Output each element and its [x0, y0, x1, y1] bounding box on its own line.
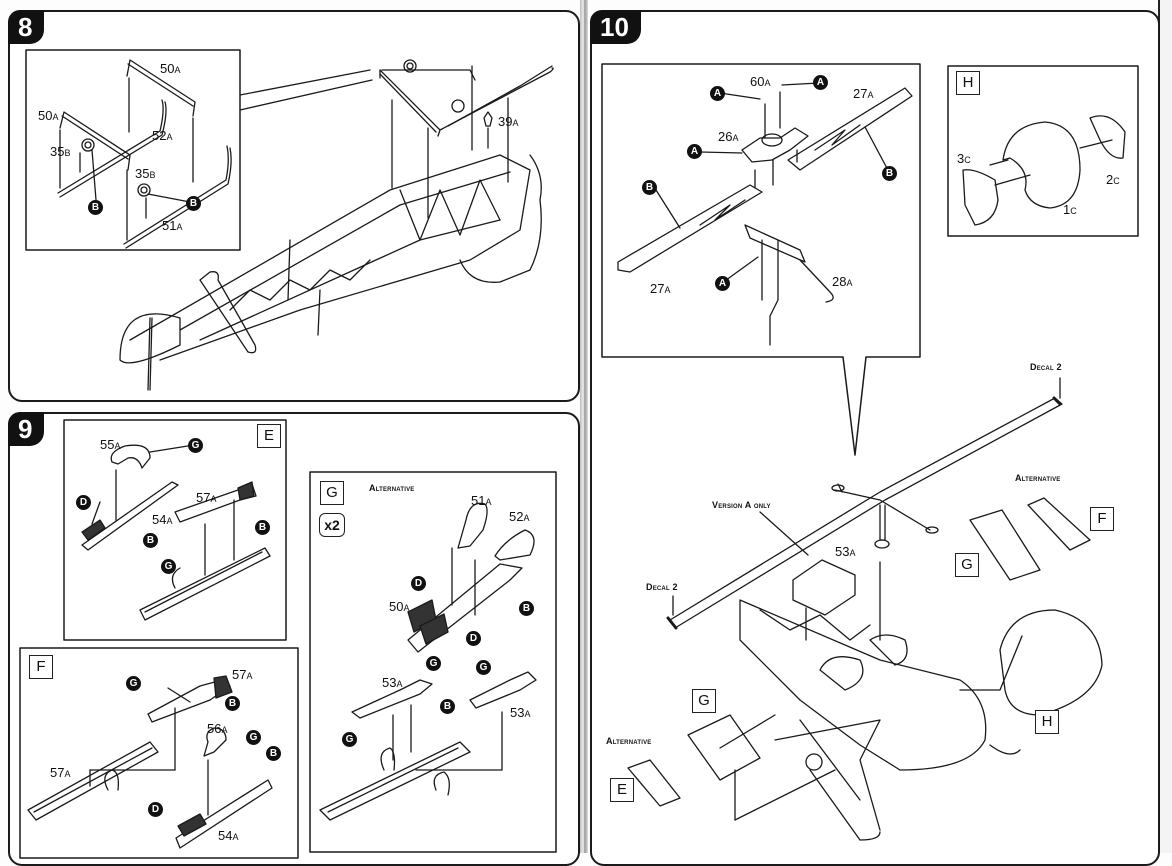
variant-box-g: G	[692, 689, 716, 713]
part-label-35b: 35B	[135, 166, 156, 181]
color-callout-g: G	[126, 676, 141, 691]
part-label-28a: 28A	[832, 274, 853, 289]
part-label-55a: 55A	[100, 437, 121, 452]
part-label-54a: 54A	[152, 512, 173, 527]
part-label-50a: 50A	[160, 61, 181, 76]
alternative-note: Alternative	[1015, 473, 1061, 483]
step-number-badge: 10	[590, 10, 641, 44]
part-label-51a: 51A	[471, 493, 492, 508]
variant-box-f: F	[29, 655, 53, 679]
variant-box-e: E	[610, 778, 634, 802]
part-label-1c: 1C	[1063, 202, 1077, 217]
color-callout-d: D	[411, 576, 426, 591]
part-label-53a: 53A	[510, 705, 531, 720]
color-callout-b: B	[225, 696, 240, 711]
color-callout-b: B	[255, 520, 270, 535]
color-callout-b: B	[266, 746, 281, 761]
color-callout-b: B	[440, 699, 455, 714]
variant-box-g: G	[320, 481, 344, 505]
part-label-2c: 2C	[1106, 172, 1120, 187]
color-callout-b: B	[642, 180, 657, 195]
alternative-note: Alternative	[606, 736, 652, 746]
part-label-35b: 35B	[50, 144, 71, 159]
part-label-3c: 3C	[957, 151, 971, 166]
color-callout-d: D	[466, 631, 481, 646]
part-label-53a: 53A	[382, 675, 403, 690]
part-label-53a: 53A	[835, 544, 856, 559]
part-label-27a: 27A	[853, 86, 874, 101]
color-callout-b: B	[519, 601, 534, 616]
part-label-57a: 57A	[232, 667, 253, 682]
part-label-60a: 60A	[750, 74, 771, 89]
variant-box-h: H	[1035, 710, 1059, 734]
part-label-57a: 57A	[196, 490, 217, 505]
color-callout-g: G	[246, 730, 261, 745]
step-number-badge: 9	[8, 412, 45, 446]
part-label-50a: 50A	[38, 108, 59, 123]
color-callout-b: B	[143, 533, 158, 548]
page-fold	[580, 0, 588, 853]
color-callout-a: A	[813, 75, 828, 90]
part-label-27a: 27A	[650, 281, 671, 296]
step-number-badge: 8	[8, 10, 45, 44]
part-label-26a: 26A	[718, 129, 739, 144]
step-8-panel: 8	[8, 10, 580, 402]
part-label-57a: 57A	[50, 765, 71, 780]
color-callout-a: A	[710, 86, 725, 101]
quantity-x2-badge: x2	[319, 513, 345, 537]
decal-label: Decal 2	[1030, 362, 1062, 372]
part-label-52a: 52A	[509, 509, 530, 524]
color-callout-g: G	[476, 660, 491, 675]
color-callout-d: D	[76, 495, 91, 510]
part-label-52a: 52A	[152, 128, 173, 143]
part-label-50a: 50A	[389, 599, 410, 614]
color-callout-g: G	[161, 559, 176, 574]
part-label-54a: 54A	[218, 828, 239, 843]
color-callout-g: G	[188, 438, 203, 453]
decal-label: Decal 2	[646, 582, 678, 592]
color-callout-b: B	[88, 200, 103, 215]
version-a-only-note: Version A only	[712, 500, 771, 510]
color-callout-g: G	[342, 732, 357, 747]
variant-box-e: E	[257, 424, 281, 448]
part-label-51a: 51A	[162, 218, 183, 233]
alternative-note: Alternative	[369, 483, 415, 493]
color-callout-b: B	[186, 196, 201, 211]
variant-box-f: F	[1090, 507, 1114, 531]
color-callout-a: A	[715, 276, 730, 291]
variant-box-g: G	[955, 553, 979, 577]
color-callout-b: B	[882, 166, 897, 181]
color-callout-a: A	[687, 144, 702, 159]
part-label-39a: 39A	[498, 114, 519, 129]
variant-box-h: H	[956, 71, 980, 95]
part-label-56a: 56A	[207, 721, 228, 736]
step-9-panel: 9	[8, 412, 580, 866]
color-callout-d: D	[148, 802, 163, 817]
color-callout-g: G	[426, 656, 441, 671]
